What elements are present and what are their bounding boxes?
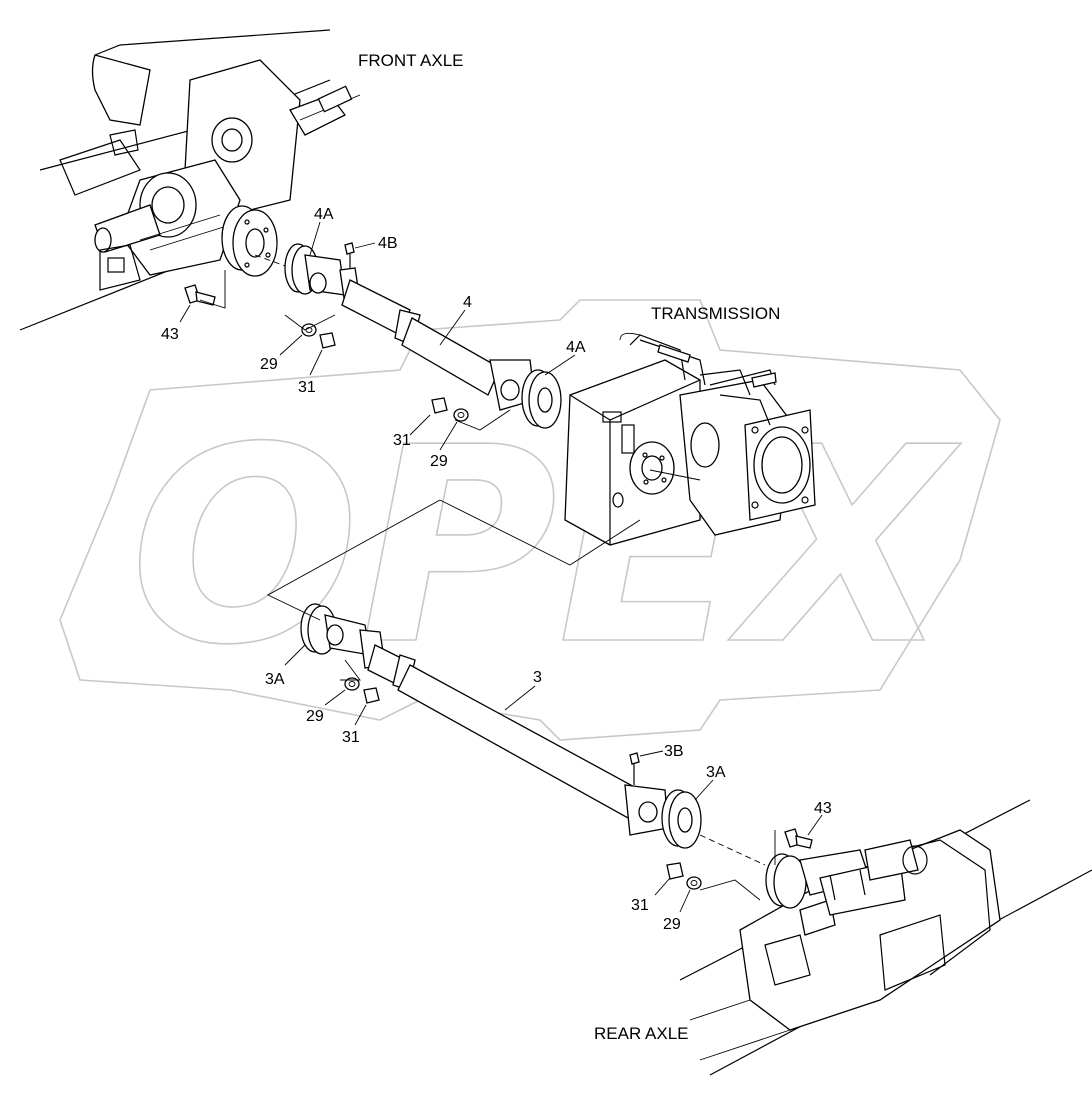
transmission-label: TRANSMISSION xyxy=(651,304,780,323)
leader-lines xyxy=(179,221,823,913)
front-axle-flange xyxy=(221,205,278,277)
front-axle xyxy=(19,29,361,331)
transmission xyxy=(564,332,816,546)
callout-31-upper-b: 31 xyxy=(393,432,411,449)
callout-3A-lower-left: 3A xyxy=(265,671,285,688)
callout-29-upper-b: 29 xyxy=(430,453,448,470)
callout-29-upper-a: 29 xyxy=(260,356,278,373)
callout-4A-upper-right: 4A xyxy=(566,339,586,356)
callout-31-lower-b: 31 xyxy=(631,897,649,914)
rear-axle-label: REAR AXLE xyxy=(594,1024,689,1043)
callout-3: 3 xyxy=(533,669,542,686)
callout-43-upper: 43 xyxy=(161,326,179,343)
callout-29-lower-a: 29 xyxy=(306,708,324,725)
callout-3B: 3B xyxy=(664,743,684,760)
callout-4B: 4B xyxy=(378,235,398,252)
hardware xyxy=(184,284,813,890)
watermark-text: OPEX xyxy=(130,389,961,704)
assembly-lines xyxy=(199,270,776,901)
front-axle-label: FRONT AXLE xyxy=(358,51,464,70)
drive-shaft-3 xyxy=(300,603,702,849)
callout-29-lower-b: 29 xyxy=(663,916,681,933)
watermark: OPEX xyxy=(59,299,1001,741)
callout-43-lower: 43 xyxy=(814,800,832,817)
callout-31-upper-a: 31 xyxy=(298,379,316,396)
callout-4A-upper-left: 4A xyxy=(314,206,334,223)
callout-31-lower-a: 31 xyxy=(342,729,360,746)
drive-shaft-4 xyxy=(284,242,562,429)
callout-4: 4 xyxy=(463,294,472,311)
rear-axle xyxy=(679,799,1092,1076)
callout-3A-lower-right: 3A xyxy=(706,764,726,781)
